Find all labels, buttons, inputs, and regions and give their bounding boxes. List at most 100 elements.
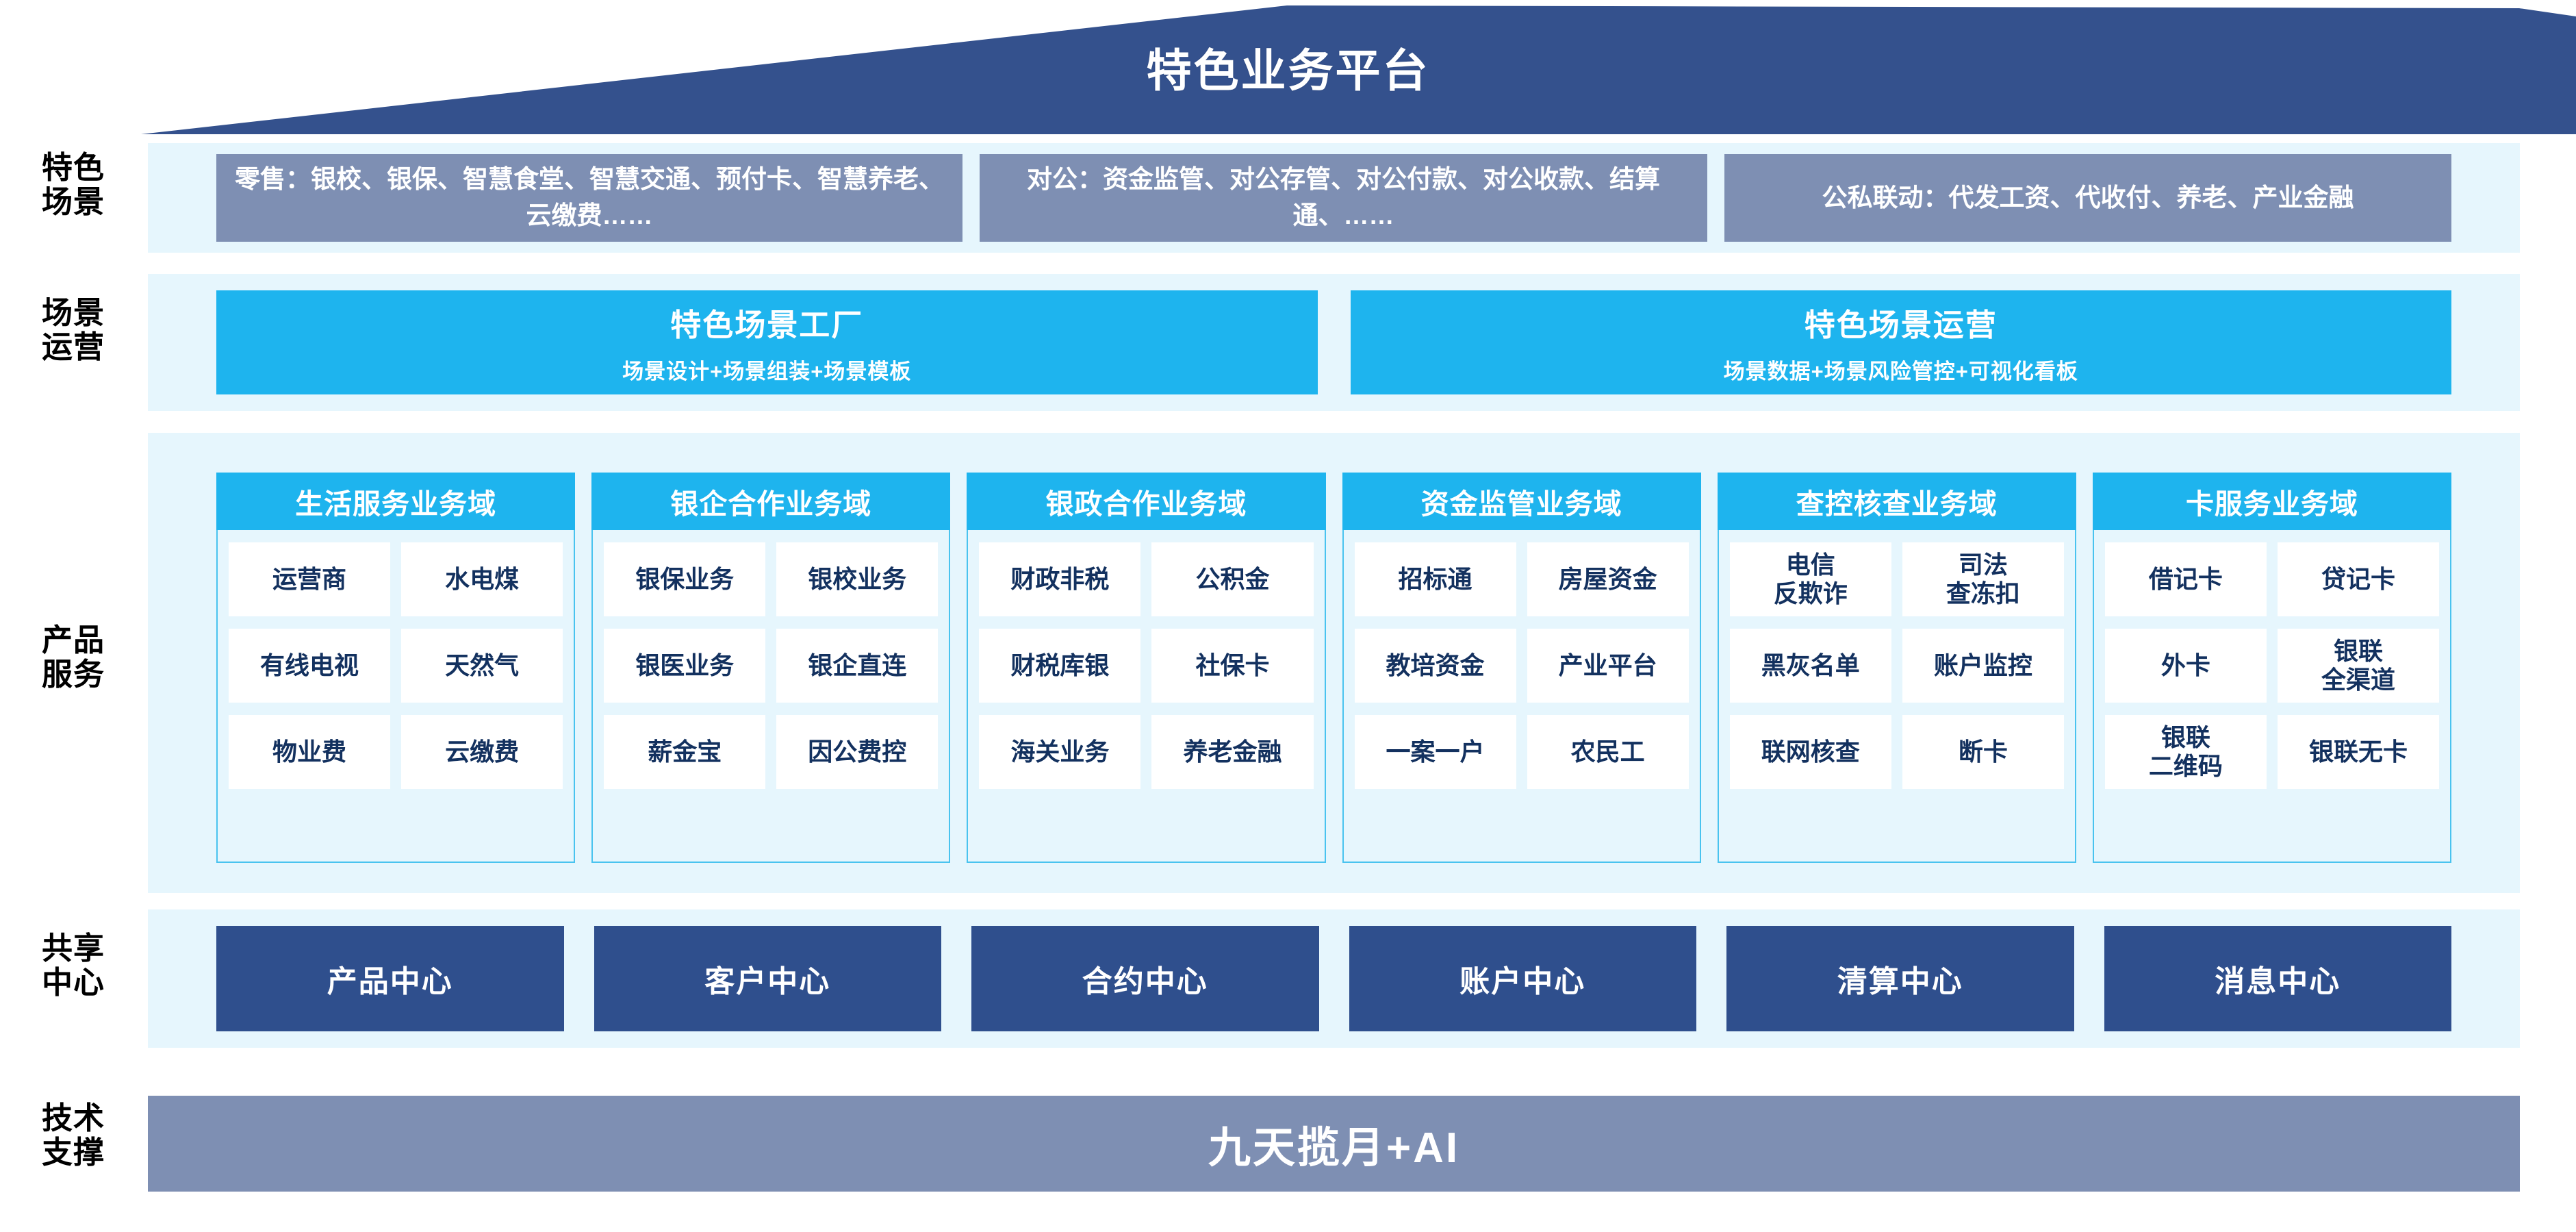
domain-cell-row: 招标通房屋资金 — [1354, 542, 1689, 616]
domain-cell[interactable]: 银保业务 — [604, 542, 766, 616]
domain-cell[interactable]: 银校业务 — [776, 542, 939, 616]
domain-card-body: 运营商水电煤有线电视天然气物业费云缴费 — [216, 530, 576, 863]
scenario-box-retail[interactable]: 零售：银校、银保、智慧食堂、智慧交通、预付卡、智慧养老、云缴费…… — [216, 154, 962, 242]
tech-support-bar[interactable]: 九天揽月+AI — [148, 1096, 2520, 1192]
domain-cell-row: 财政非税公积金 — [979, 542, 1314, 616]
domain-cell[interactable]: 财税库银 — [979, 629, 1141, 703]
domain-cell[interactable]: 房屋资金 — [1527, 542, 1689, 616]
domain-cell[interactable]: 养老金融 — [1151, 715, 1314, 789]
domain-cell-row: 财税库银社保卡 — [979, 629, 1314, 703]
domain-cell-row: 海关业务养老金融 — [979, 715, 1314, 789]
row-label-tech-support: 技术 支撑 — [41, 1101, 105, 1170]
domain-card-title: 银企合作业务域 — [591, 473, 951, 530]
domain-cell[interactable]: 黑灰名单 — [1729, 629, 1891, 703]
domain-cell[interactable]: 账户监控 — [1902, 629, 2064, 703]
domain-cell[interactable]: 电信 反欺诈 — [1729, 542, 1891, 616]
domain-card: 卡服务业务域借记卡贷记卡外卡银联 全渠道银联 二维码银联无卡 — [2092, 473, 2452, 863]
domain-cell[interactable]: 有线电视 — [229, 629, 391, 703]
domain-card-title: 查控核查业务域 — [1717, 473, 2076, 530]
domain-card: 银企合作业务域银保业务银校业务银医业务银企直连薪金宝因公费控 — [591, 473, 951, 863]
roof-shape — [141, 5, 2576, 134]
shared-center-box[interactable]: 产品中心 — [216, 926, 564, 1031]
domain-cards-row: 生活服务业务域运营商水电煤有线电视天然气物业费云缴费银企合作业务域银保业务银校业… — [148, 473, 2520, 863]
domain-cell[interactable]: 产业平台 — [1527, 629, 1689, 703]
shared-center-box[interactable]: 账户中心 — [1349, 926, 1696, 1031]
ops-title: 特色场景运营 — [1804, 307, 1998, 342]
domain-card-body: 财政非税公积金财税库银社保卡海关业务养老金融 — [967, 530, 1326, 863]
scenarios-row: 零售：银校、银保、智慧食堂、智慧交通、预付卡、智慧养老、云缴费…… 对公：资金监… — [148, 154, 2520, 242]
domain-cell[interactable]: 银企直连 — [776, 629, 939, 703]
domain-cell[interactable]: 因公费控 — [776, 715, 939, 789]
platform-roof: 特色业务平台 — [0, 0, 2576, 134]
domain-cell[interactable]: 外卡 — [2104, 629, 2267, 703]
ops-title: 特色场景工厂 — [670, 307, 864, 342]
row-label-operations: 场景 运营 — [41, 295, 105, 365]
domain-card-title: 卡服务业务域 — [2092, 473, 2452, 530]
domain-cell[interactable]: 教培资金 — [1354, 629, 1516, 703]
domain-cell[interactable]: 银联 全渠道 — [2277, 629, 2440, 703]
shared-center-box[interactable]: 消息中心 — [2104, 926, 2451, 1031]
domain-cell-row: 运营商水电煤 — [229, 542, 563, 616]
page-title: 特色业务平台 — [1146, 45, 1430, 96]
domain-cell-row: 银医业务银企直连 — [604, 629, 939, 703]
domain-cell-row: 联网核查断卡 — [1729, 715, 2064, 789]
shared-center-box[interactable]: 客户中心 — [594, 926, 941, 1031]
domain-cell[interactable]: 银联无卡 — [2277, 715, 2440, 789]
row-label-shared-centers: 共享 中心 — [41, 931, 105, 1001]
domain-cell[interactable]: 银联 二维码 — [2104, 715, 2267, 789]
domain-cell[interactable]: 司法 查冻扣 — [1902, 542, 2064, 616]
domain-card-title: 银政合作业务域 — [967, 473, 1326, 530]
shared-centers-row: 产品中心客户中心合约中心账户中心清算中心消息中心 — [148, 926, 2520, 1031]
domain-cell-row: 借记卡贷记卡 — [2104, 542, 2440, 616]
domain-cell-row: 银保业务银校业务 — [604, 542, 939, 616]
domain-cell-row: 银联 二维码银联无卡 — [2104, 715, 2440, 789]
domain-cell[interactable]: 银医业务 — [604, 629, 766, 703]
domain-cell-row: 物业费云缴费 — [229, 715, 563, 789]
domain-card-body: 银保业务银校业务银医业务银企直连薪金宝因公费控 — [591, 530, 951, 863]
shared-center-box[interactable]: 合约中心 — [971, 926, 1319, 1031]
ops-card-scene-operation[interactable]: 特色场景运营 场景数据+场景风险管控+可视化看板 — [1350, 290, 2451, 394]
scenario-box-corporate[interactable]: 对公：资金监管、对公存管、对公付款、对公收款、结算通、…… — [980, 154, 1707, 242]
shared-center-box[interactable]: 清算中心 — [1726, 926, 2074, 1031]
domain-cell[interactable]: 借记卡 — [2104, 542, 2267, 616]
domain-card-body: 借记卡贷记卡外卡银联 全渠道银联 二维码银联无卡 — [2092, 530, 2452, 863]
domain-cell-row: 一案一户农民工 — [1354, 715, 1689, 789]
domain-cell[interactable]: 天然气 — [401, 629, 563, 703]
domain-cell[interactable]: 公积金 — [1151, 542, 1314, 616]
domain-cell[interactable]: 云缴费 — [401, 715, 563, 789]
domain-card: 生活服务业务域运营商水电煤有线电视天然气物业费云缴费 — [216, 473, 576, 863]
scenario-box-linkage[interactable]: 公私联动：代发工资、代收付、养老、产业金融 — [1724, 154, 2451, 242]
domain-cell[interactable]: 招标通 — [1354, 542, 1516, 616]
domain-cell[interactable]: 一案一户 — [1354, 715, 1516, 789]
domain-cell-row: 外卡银联 全渠道 — [2104, 629, 2440, 703]
domain-card-title: 资金监管业务域 — [1342, 473, 1701, 530]
domain-card: 资金监管业务域招标通房屋资金教培资金产业平台一案一户农民工 — [1342, 473, 1701, 863]
domain-cell[interactable]: 断卡 — [1902, 715, 2064, 789]
domain-cell[interactable]: 薪金宝 — [604, 715, 766, 789]
domain-cell-row: 教培资金产业平台 — [1354, 629, 1689, 703]
domain-cell[interactable]: 运营商 — [229, 542, 391, 616]
domain-cell-row: 电信 反欺诈司法 查冻扣 — [1729, 542, 2064, 616]
ops-card-scene-factory[interactable]: 特色场景工厂 场景设计+场景组装+场景模板 — [216, 290, 1318, 394]
domain-cell[interactable]: 贷记卡 — [2277, 542, 2440, 616]
domain-cell[interactable]: 联网核查 — [1729, 715, 1891, 789]
domain-cell[interactable]: 物业费 — [229, 715, 391, 789]
row-label-products: 产品 服务 — [41, 623, 105, 692]
domain-cell-row: 有线电视天然气 — [229, 629, 563, 703]
operations-row: 特色场景工厂 场景设计+场景组装+场景模板 特色场景运营 场景数据+场景风险管控… — [148, 290, 2520, 394]
domain-card: 银政合作业务域财政非税公积金财税库银社保卡海关业务养老金融 — [967, 473, 1326, 863]
domain-cell[interactable]: 海关业务 — [979, 715, 1141, 789]
domain-card-body: 电信 反欺诈司法 查冻扣黑灰名单账户监控联网核查断卡 — [1717, 530, 2076, 863]
ops-subtitle: 场景设计+场景组装+场景模板 — [622, 360, 912, 384]
row-label-scenarios: 特色 场景 — [41, 150, 105, 220]
domain-cell[interactable]: 社保卡 — [1151, 629, 1314, 703]
domain-card-title: 生活服务业务域 — [216, 473, 576, 530]
domain-card: 查控核查业务域电信 反欺诈司法 查冻扣黑灰名单账户监控联网核查断卡 — [1717, 473, 2076, 863]
domain-cell-row: 黑灰名单账户监控 — [1729, 629, 2064, 703]
domain-card-body: 招标通房屋资金教培资金产业平台一案一户农民工 — [1342, 530, 1701, 863]
domain-cell[interactable]: 农民工 — [1527, 715, 1689, 789]
domain-cell[interactable]: 水电煤 — [401, 542, 563, 616]
domain-cell[interactable]: 财政非税 — [979, 542, 1141, 616]
domain-cell-row: 薪金宝因公费控 — [604, 715, 939, 789]
ops-subtitle: 场景数据+场景风险管控+可视化看板 — [1723, 360, 2078, 384]
